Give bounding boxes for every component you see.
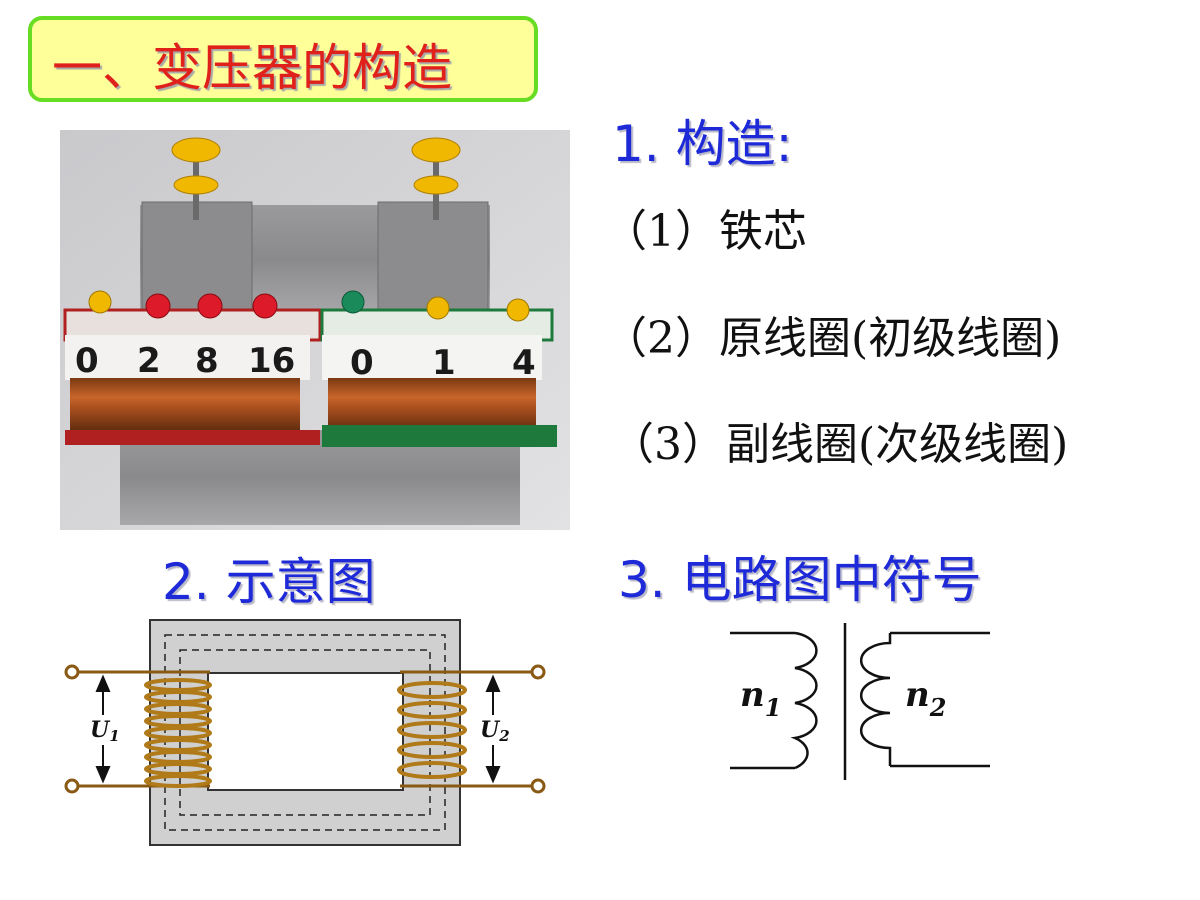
photo-label-0: 0 [75, 341, 99, 381]
photo-label-8: 8 [195, 341, 219, 381]
slide-title: 一、变压器的构造 [52, 39, 452, 97]
photo-label-r0: 0 [350, 343, 374, 383]
schematic-heading: 2. 示意图 [162, 553, 376, 611]
svg-text:n2: n2 [905, 675, 946, 722]
photo-label-r1: 1 [432, 343, 456, 383]
n2-label: n [905, 675, 930, 715]
symbol-heading: 3. 电路图中符号 [618, 551, 982, 609]
svg-text:U2: U2 [480, 717, 510, 745]
n2-subscript: 2 [929, 693, 947, 722]
construction-item-core: （1）铁芯 [603, 206, 807, 257]
svg-text:U1: U1 [90, 717, 120, 745]
n1-label: n [740, 675, 765, 715]
schematic-diagram: U1 U2 [64, 619, 546, 846]
photo-label-16: 16 [248, 341, 295, 381]
u2-label: U [480, 717, 501, 743]
title-banner: 一、变压器的构造 [28, 16, 538, 102]
photo-label-2: 2 [137, 341, 161, 381]
svg-text:n1: n1 [740, 675, 781, 722]
transformer-symbol: n1 n2 [730, 623, 990, 780]
u1-label: U [90, 717, 111, 743]
transformer-photo: 0 2 8 16 0 1 4 [60, 130, 570, 530]
u1-subscript: 1 [109, 727, 119, 745]
u2-subscript: 2 [498, 727, 509, 745]
photo-label-r4: 4 [512, 343, 536, 383]
n1-subscript: 1 [765, 693, 782, 722]
construction-heading: 1. 构造: [612, 115, 793, 173]
construction-item-secondary: （3）副线圈(次级线圈) [610, 419, 1069, 470]
construction-item-primary: （2）原线圈(初级线圈) [603, 313, 1062, 364]
